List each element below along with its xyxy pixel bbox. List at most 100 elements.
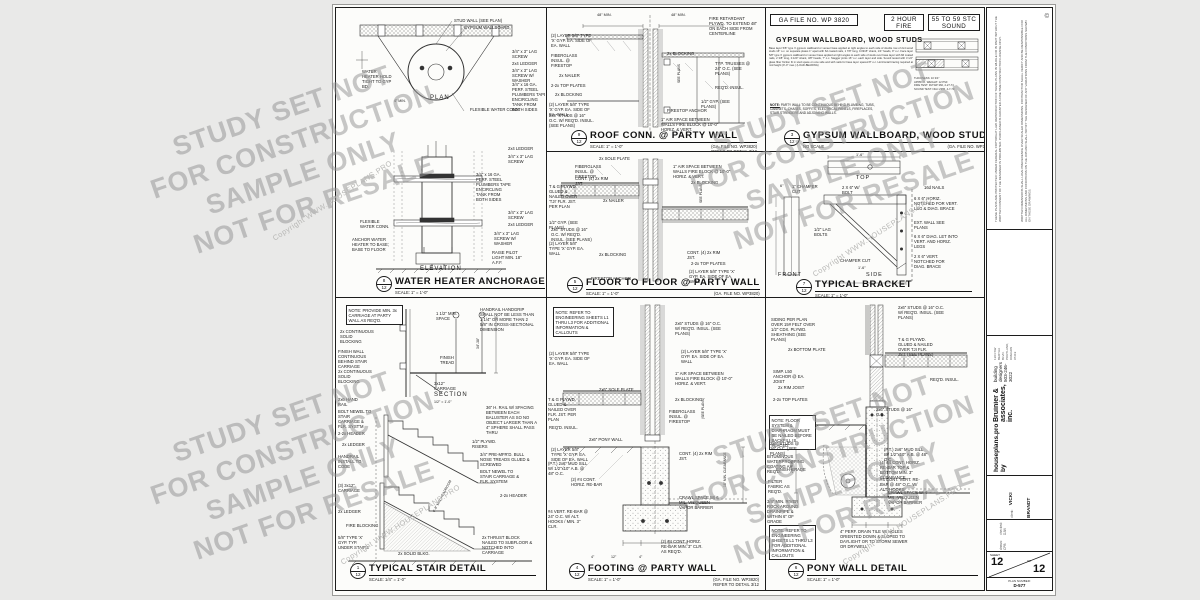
titleblock-firm-section: houseplans.pro by Bruinier & associates,…	[987, 336, 1052, 476]
annotation-label: 2-2x TOP PLATES	[551, 83, 586, 88]
annotation-label: 2-2x TOP PLATES	[691, 261, 726, 266]
annotation-label: 2-2x TOP PLATES	[773, 397, 808, 402]
detail-title: FLOOR TO FLOOR @ PARTY WALL	[586, 277, 760, 290]
sheet-label: SHEET	[990, 553, 1001, 557]
annotation-label: 1'-6"	[856, 153, 864, 157]
annotation-label: CRAWL SPACE W/ 6 MIL. VISQUEEN VAPOR BAR…	[888, 490, 928, 506]
detail-title: PONY WALL DETAIL	[807, 563, 978, 576]
annotation-label: (2) LAYER 5/8" TYPE 'X' GYP. EA. WALL	[549, 241, 585, 257]
firm-name-line1: houseplans.pro by	[993, 423, 1007, 472]
annotation-label: 1'-6"	[858, 266, 866, 270]
detail-title: ROOF CONN. @ PARTY WALL	[590, 130, 757, 143]
annotation-label: 2x6" SOLE PLATE	[599, 387, 634, 392]
annotation-label: T & G PLYWD. GLUED & NAILED OVER 'TJI' F…	[549, 184, 578, 210]
annotation-label: 2x6" STUDS @ 16" O.C.	[876, 407, 913, 418]
titleblock-client-section: client: VICKI BRANDT	[987, 476, 1052, 520]
detail-number: 4	[570, 565, 584, 572]
detail-ga-note: (GA. FILE NO. WP3820)REFER TO DETAIL 3/1…	[711, 144, 757, 151]
annotation-label: 5/8" TYPE 'X' GYP. TYP. UNDER STAIRS	[338, 535, 369, 551]
annotation-label: FLEXIBLE WATER CONN.	[360, 219, 390, 230]
annotation-label: 12"	[611, 555, 617, 559]
annotation-label: WATER HEATER HOLD TIGHT TO GYP BD.	[362, 69, 392, 90]
annotation-label: FIRESTOP ANCHOR	[591, 276, 631, 281]
annotation-label: (P.T.) 2x6" MUD SILL W/ 1/2"x10" A.B. @ …	[884, 447, 928, 463]
detail-number: 9	[572, 132, 586, 139]
annotation-label: 3/4" x 16 GA. PERF. STEEL PLUMBERS TAPE …	[512, 82, 545, 113]
annotation-label: 6 X 6" DIAG. LET INTO VERT. AND HORIZ. L…	[914, 234, 958, 250]
assembly-heading: GYPSUM WALLBOARD, WOOD STUDS	[776, 37, 923, 44]
annotation-label: PLAN	[430, 95, 450, 101]
annotation-label: 2x BLOCKING	[599, 252, 627, 257]
copyright-symbol: ©	[1044, 14, 1049, 20]
annotation-label: 2x4 LEDGER	[508, 146, 534, 151]
annotation-label: 2x4 LEDGER	[508, 222, 534, 227]
annotation-label: (2) LAYER 5/8" TYPE 'X' GYP. EA. SIDE OF…	[681, 349, 727, 365]
annotation-label: 2x CONTINUOUS SOLID BLOCKING	[340, 329, 374, 345]
annotation-label: (2) LAYER 5/8" TYPE 'X' GYP. EA. SIDE OF…	[551, 447, 589, 463]
annotation-label: (3) 3x12" CARRIAGE	[338, 483, 360, 494]
annotation-label: 3/4" x 3" LAG SCREW W/ WASHER	[494, 231, 520, 247]
annotation-label: 24" MIN.	[790, 459, 794, 473]
annotation-label: SIDING PER PLAN OVER 15# FELT OVER 1/2" …	[771, 317, 816, 343]
annotation-label: NOTE: PROVIDE MIN. 3x CARRIAGE AT PARTY …	[346, 305, 403, 326]
annotation-label: FIRE BLOCKING	[346, 523, 379, 528]
annotation-label: 3/4" x 16 GA. PERF. STEEL PLUMBERS TAPE …	[476, 172, 511, 203]
annotation-label: FIBERGLASS INSUL. @ FIRESTOP	[551, 53, 578, 69]
annotation-label: 2x RIM JOIST	[778, 385, 805, 390]
annotation-label: BOLT NEWEL TO STAIR CARRIAGE & FLR. SYST…	[338, 409, 372, 430]
detail-scale: SCALE: 1" = 1'-0"	[588, 577, 621, 582]
drawn-credit: drawn: CPB	[999, 540, 1007, 550]
annotation-label: NOTE: REFER TO ENGINEERING SHEETS L1 THR…	[769, 525, 816, 561]
title-block: © THESE PLANS ARE PROTECTED UNDER FEDERA…	[986, 7, 1053, 591]
annotation-label: 1" AIR SPACE BETWEEN WALLS FIRE BLOCK @ …	[673, 164, 731, 180]
annotation-label: 4" PERF. DRAIN TILE W/ HOLES ORIENTED DO…	[840, 529, 908, 550]
titleblock-revisions-section	[987, 230, 1052, 336]
detail-title: TYPICAL BRACKET	[815, 279, 972, 292]
annotation-label: REQ'D. INSUL.	[715, 85, 744, 90]
annotation-label: 6 X 6" HORIZ. NOTCHED FOR VERT. LEG & DI…	[914, 196, 958, 212]
annotation-label: 2x BLOCKING	[555, 92, 583, 97]
annotation-label: #4 VERT. RE-BAR @ 24" O.C. W/ ALT. HOOKS…	[548, 509, 589, 530]
annotation-label: 34"-38"	[476, 337, 480, 349]
annotation-label: 6'-8" MIN. HEADROOM	[432, 479, 453, 513]
annotation-label: (SEE PLANS)	[701, 397, 705, 419]
annotation-label: FINISH GRADE	[776, 467, 806, 472]
annotation-label: 48" MIN.	[671, 13, 686, 17]
detail-scale: SCALE: 1/4" = 1'-0"	[369, 577, 406, 582]
detail-number: 7	[797, 281, 811, 288]
annotation-label: 2x CONTINUOUS SOLID BLOCKING	[338, 369, 372, 385]
annotation-label: 3/4" x 3" LAG SCREW	[512, 49, 538, 60]
annotation-label: CONT. (4) 2x RIM JST.	[679, 451, 713, 462]
detail-number: 6	[789, 565, 803, 572]
annotation-label: 2x6" STUDS @ 16" O.C. (SEE PLANS)	[770, 441, 800, 457]
detail-ga-note: (GA. FILE NO. WP3820)	[947, 144, 984, 149]
detail-scale: SCALE: 1" = 1'-0"	[590, 144, 623, 149]
annotation-label: 6"	[780, 184, 784, 188]
annotation-label: ANCHOR WATER HEATER TO BASE; BASE TO FLO…	[352, 237, 390, 253]
annotation-label: NOTE: FLOOR SYSTEM & DIAPHRAGM MUST BE N…	[769, 415, 816, 451]
detail-scale: SCALE: 1" = 1'-0"	[395, 290, 428, 295]
annotation-label: 1/2" GYP. (SEE PLANS)	[701, 99, 730, 110]
annotation-label: 2x6" STUDS @ 16" O.C. W/ REQ'D. INSUL. (…	[675, 321, 722, 337]
annotation-label: 2x NAILER	[559, 73, 580, 78]
firm-address: 1304 SW BERTHA BLVD. PORTLAND, OREGON 97…	[993, 342, 1017, 360]
detail-sheet-ref: 12	[793, 571, 799, 577]
annotation-label: (P.T.) 2x6" MUD SILL W/ 1/2"x10" A.B. @ …	[548, 461, 588, 477]
detail-number: 3	[785, 132, 799, 139]
footing-drawing	[562, 304, 747, 546]
detail-sheet-ref: 12	[789, 138, 795, 144]
annotation-label: T & G PLYWD. GLUED & NAILED OVER TJI FLR…	[898, 337, 934, 358]
annotation-label: 2x SOLID BLKG.	[398, 551, 430, 556]
titleblock-plan-number-section: PLAN NUMBER: D-577	[987, 578, 1052, 591]
annotation-label: 1/2" LAG BOLTS	[814, 227, 831, 238]
